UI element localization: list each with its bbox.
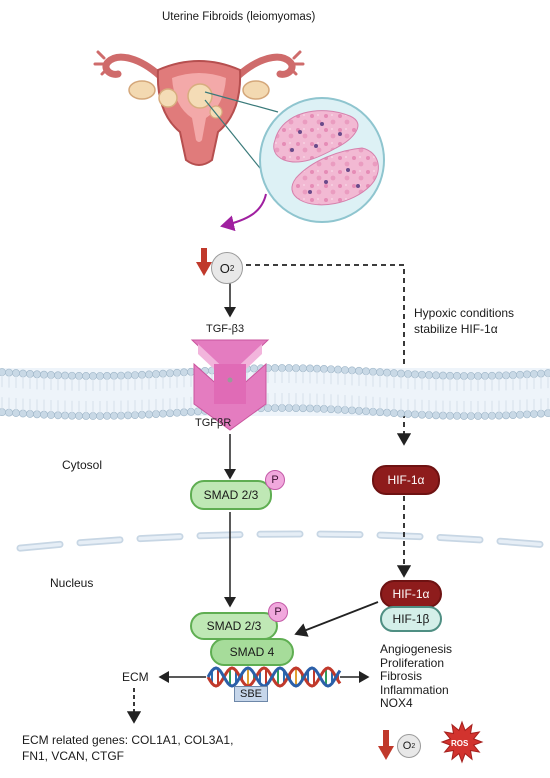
uterus-illustration xyxy=(93,50,305,166)
phosphate-cytosol: P xyxy=(265,470,285,490)
figure-title: Uterine Fibroids (leiomyomas) xyxy=(162,11,316,23)
hif1a-cytosol-node: HIF-1α xyxy=(372,465,440,495)
ros-label: ROS xyxy=(451,739,469,748)
cytosol-label: Cytosol xyxy=(62,458,103,472)
ecm-genes-line2: FN1, VCAN, CTGF xyxy=(22,749,125,763)
nuclear-membrane xyxy=(16,530,544,552)
nucleus-label: Nucleus xyxy=(50,576,94,590)
ecm-genes-line1: ECM related genes: COL1A1, COL3A1, xyxy=(22,733,234,747)
decrease-arrow-bottom xyxy=(378,730,394,760)
tgf-beta-receptor xyxy=(190,339,270,431)
sbe-element: SBE xyxy=(234,686,268,702)
outcome-item: Proliferation xyxy=(380,655,445,670)
smad4-node: SMAD 4 xyxy=(210,638,294,666)
zoom-line-upper xyxy=(204,91,279,113)
tgf-receptor-label: TGFβR xyxy=(195,417,232,429)
o2-subscript: 2 xyxy=(229,263,235,273)
o2-subscript: 2 xyxy=(411,742,416,750)
smad23-cytosol-node: SMAD 2/3 xyxy=(190,480,272,510)
hif1b-node: HIF-1β xyxy=(380,606,442,632)
purple-arrow xyxy=(220,193,267,232)
ecm-label: ECM xyxy=(122,670,149,684)
decrease-arrow-top xyxy=(196,248,212,276)
arrow-hif-to-smad xyxy=(294,601,379,637)
fibroid-tissue-magnification xyxy=(259,97,385,223)
phosphate-nucleus: P xyxy=(268,602,288,622)
zoom-line-lower xyxy=(204,99,269,179)
ros-starburst-icon xyxy=(440,720,484,764)
outcome-item: NOX4 xyxy=(380,696,413,710)
outcomes-list: Angiogenesis Proliferation Fibrosis Infl… xyxy=(380,642,453,711)
outcome-item: Fibrosis xyxy=(380,669,423,683)
hypoxia-note-line1: Hypoxic conditions xyxy=(414,306,515,320)
outcome-item: Angiogenesis xyxy=(380,642,453,656)
o2-symbol: O xyxy=(402,740,412,752)
smad23-nucleus-node: SMAD 2/3 xyxy=(190,612,278,640)
outcome-item: Inflammation xyxy=(380,682,449,697)
cell-membrane xyxy=(0,364,550,420)
hif1a-nucleus-node: HIF-1α xyxy=(380,580,442,608)
dashed-hypoxia-path xyxy=(246,264,412,446)
hypoxia-note-line2: stabilize HIF-1α xyxy=(414,322,498,336)
o2-symbol: O xyxy=(219,260,230,276)
dna-helix xyxy=(206,666,342,688)
tgf-b3-label: TGF-β3 xyxy=(206,323,245,335)
